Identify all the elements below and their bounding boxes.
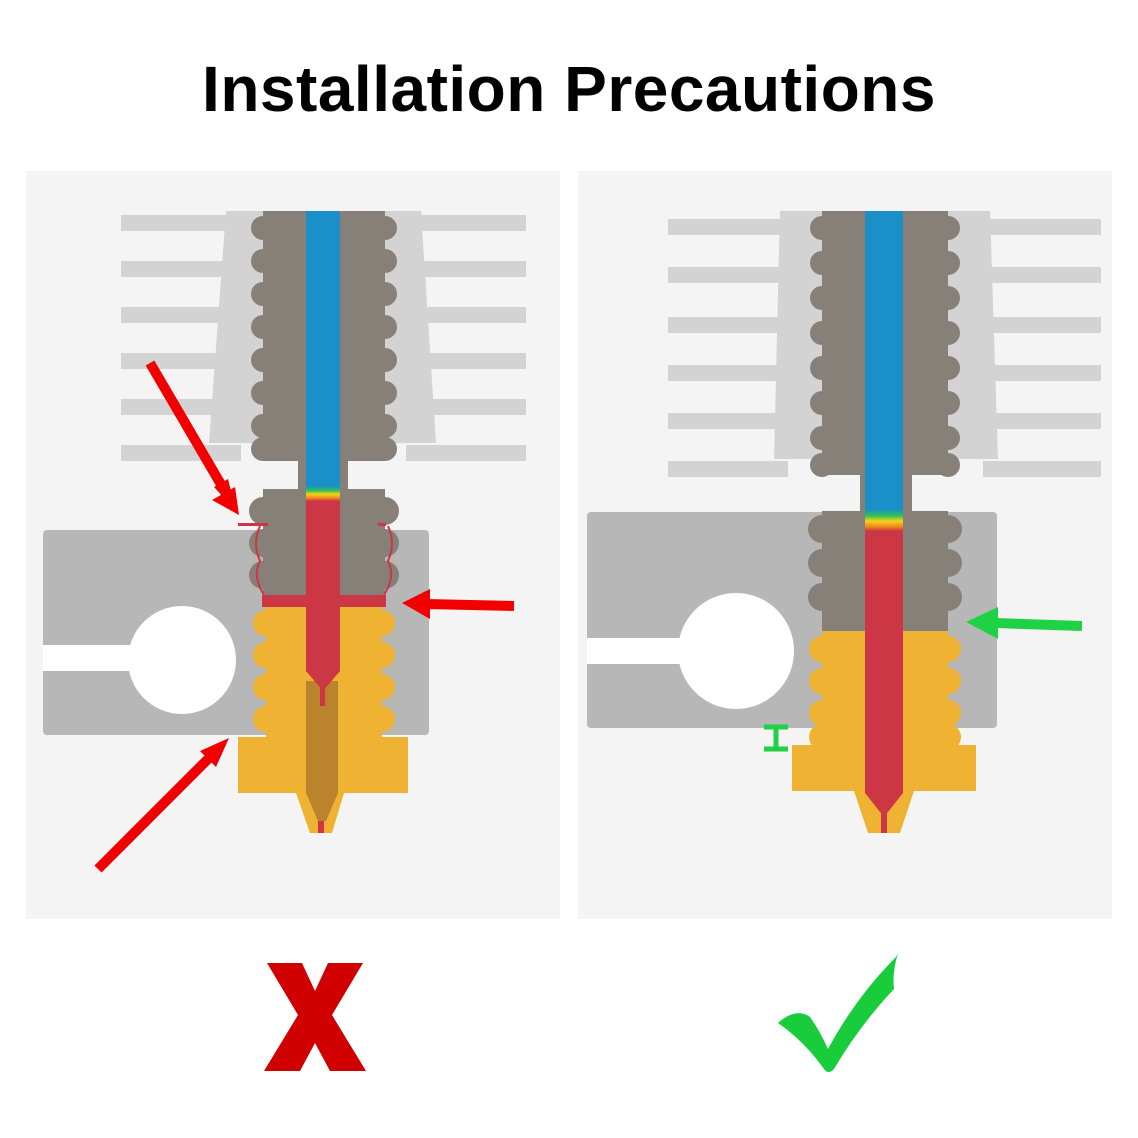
red-cross-icon <box>222 945 402 1085</box>
correct-installation-panel <box>578 171 1112 919</box>
filament-path <box>306 211 340 706</box>
incorrect-installation-panel <box>26 171 560 919</box>
warning-arrows <box>94 360 515 873</box>
page-title: Installation Precautions <box>202 53 936 125</box>
warning-arrow-right <box>402 589 515 619</box>
ok-arrow <box>966 607 1083 639</box>
warning-arrow-top <box>145 360 239 515</box>
warning-arrow-bottom <box>94 738 229 873</box>
filament-path <box>865 211 903 833</box>
incorrect-hotend-diagram <box>43 211 526 873</box>
gap-indicator <box>764 724 788 752</box>
correct-hotend-diagram <box>587 211 1101 833</box>
green-checkmark-icon <box>770 945 950 1085</box>
